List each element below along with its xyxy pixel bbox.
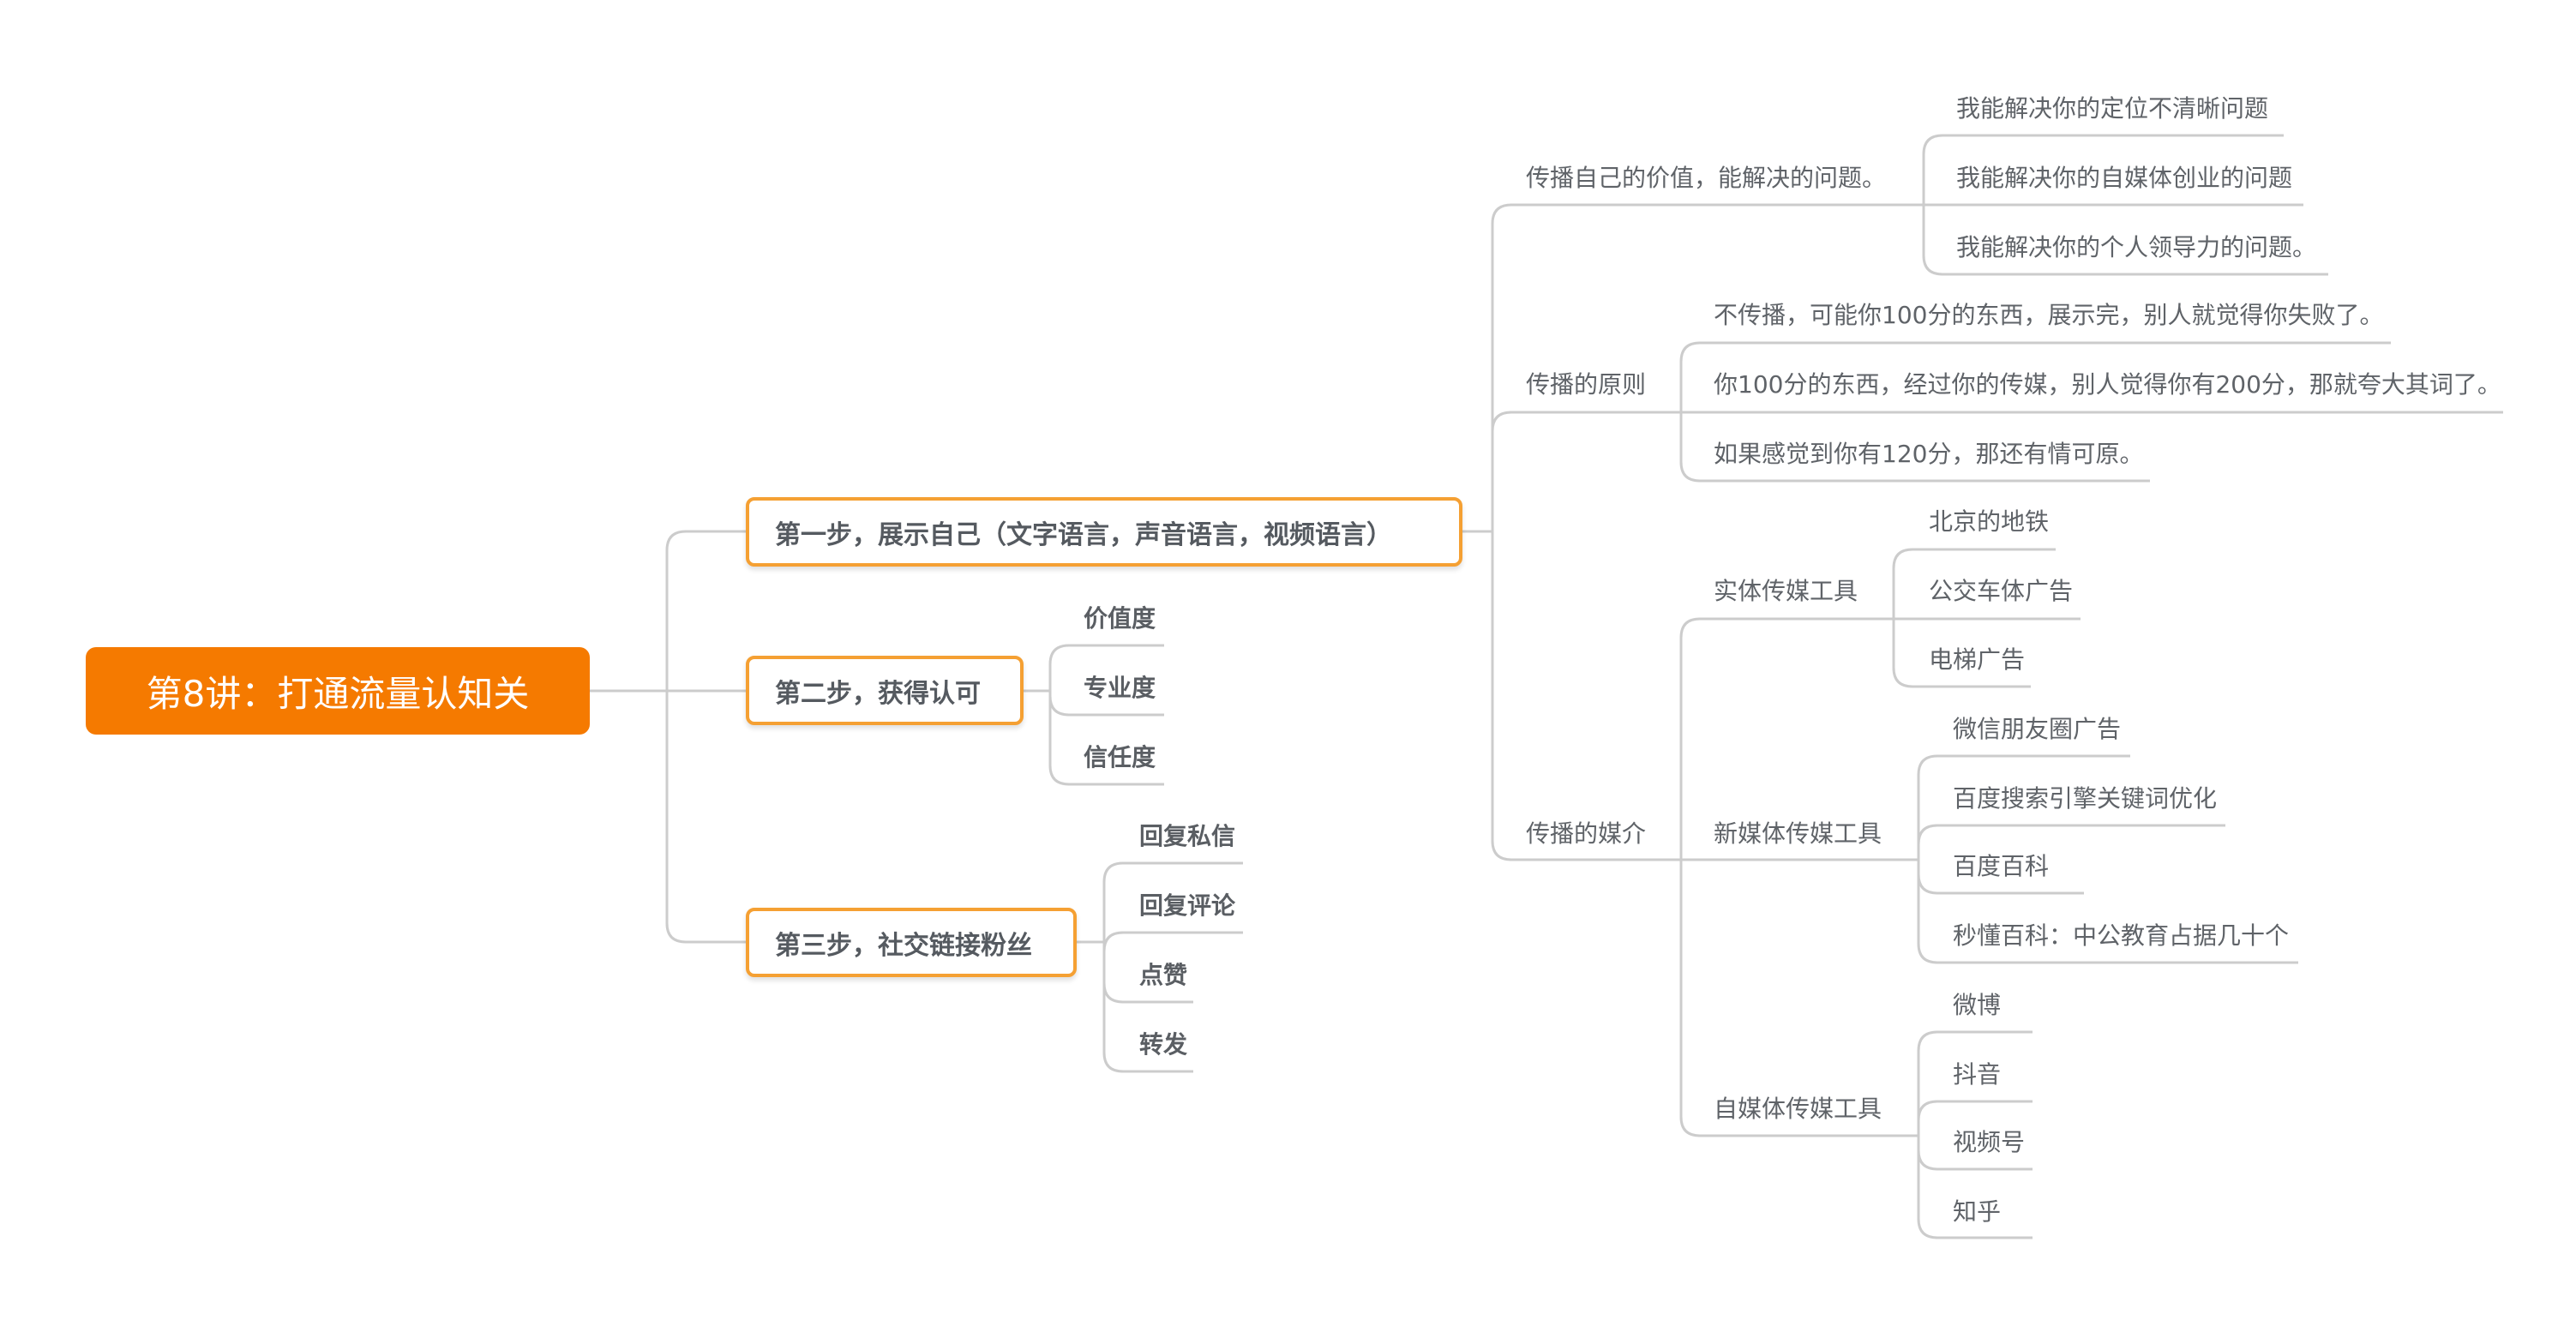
subtopic[interactable]: 转发 bbox=[1139, 1030, 1188, 1059]
connector-line bbox=[1920, 203, 2328, 276]
subtopic[interactable]: 点赞 bbox=[1139, 961, 1188, 989]
subtopic-value[interactable]: 传播自己的价值，能解决的问题。 bbox=[1526, 164, 1887, 192]
connector-line bbox=[1917, 1100, 2033, 1137]
subtopic-physical[interactable]: 实体传媒工具 bbox=[1714, 577, 1858, 605]
subtopic[interactable]: 知乎 bbox=[1953, 1197, 2002, 1226]
connector-line bbox=[1679, 860, 1917, 1137]
subtopic[interactable]: 百度搜索引擎关键词优化 bbox=[1953, 784, 2218, 813]
subtopic-newmedia[interactable]: 新媒体传媒工具 bbox=[1714, 819, 1882, 848]
connector-line bbox=[1679, 341, 2391, 412]
subtopic[interactable]: 回复评论 bbox=[1139, 891, 1236, 920]
connector-line bbox=[1920, 134, 2284, 207]
subtopic[interactable]: 电梯广告 bbox=[1929, 645, 2026, 674]
subtopic[interactable]: 如果感觉到你有120分，那还有情可原。 bbox=[1714, 440, 2144, 468]
subtopic[interactable]: 微博 bbox=[1953, 991, 2002, 1019]
subtopic-media[interactable]: 传播的媒介 bbox=[1526, 819, 1647, 848]
subtopic[interactable]: 我能解决你的定位不清晰问题 bbox=[1956, 94, 2269, 123]
connector-line bbox=[1892, 619, 2031, 688]
subtopic[interactable]: 抖音 bbox=[1953, 1060, 2002, 1089]
connector-line bbox=[1679, 412, 2150, 483]
connector-line bbox=[1462, 203, 1920, 533]
subtopic[interactable]: 你100分的东西，经过你的传媒，别人觉得你有200分，那就夸大其词了。 bbox=[1714, 370, 2501, 399]
subtopic[interactable]: 我能解决你的自媒体创业的问题 bbox=[1956, 164, 2293, 192]
connector-line bbox=[1077, 940, 1193, 1073]
root-topic[interactable]: 第8讲：打通流量认知关 bbox=[86, 647, 590, 735]
connector-line bbox=[1462, 411, 1681, 533]
subtopic[interactable]: 北京的地铁 bbox=[1929, 507, 2050, 536]
connector-line bbox=[1917, 858, 2298, 964]
topic-step1[interactable]: 第一步，展示自己（文字语言，声音语言，视频语言） bbox=[746, 497, 1462, 567]
connector-line bbox=[590, 689, 746, 944]
connector-line bbox=[1462, 530, 1681, 861]
subtopic[interactable]: 视频号 bbox=[1953, 1128, 2026, 1156]
topic-step2[interactable]: 第二步，获得认可 bbox=[746, 656, 1024, 725]
subtopic[interactable]: 不传播，可能你100分的东西，展示完，别人就觉得你失败了。 bbox=[1714, 301, 2384, 329]
connector-line bbox=[590, 530, 746, 693]
connector-line bbox=[1917, 754, 2130, 861]
subtopic[interactable]: 回复私信 bbox=[1139, 822, 1236, 850]
subtopic-principle[interactable]: 传播的原则 bbox=[1526, 370, 1647, 399]
topic-step3[interactable]: 第三步，社交链接粉丝 bbox=[746, 908, 1077, 977]
connector-line bbox=[1917, 1134, 2033, 1239]
subtopic[interactable]: 我能解决你的个人领导力的问题。 bbox=[1956, 233, 2317, 261]
connector-line bbox=[1024, 689, 1164, 786]
connector-line bbox=[1892, 548, 2056, 619]
connector-line bbox=[1917, 824, 2225, 861]
subtopic-selfmedia[interactable]: 自媒体传媒工具 bbox=[1714, 1095, 1882, 1123]
connector-line bbox=[1077, 861, 1243, 944]
connector-line bbox=[1917, 1030, 2033, 1137]
subtopic[interactable]: 微信朋友圈广告 bbox=[1953, 715, 2122, 743]
connector-line bbox=[1679, 617, 1894, 860]
subtopic[interactable]: 秒懂百科：中公教育占据几十个 bbox=[1953, 921, 2290, 950]
subtopic[interactable]: 价值度 bbox=[1084, 604, 1156, 633]
subtopic[interactable]: 信任度 bbox=[1084, 743, 1156, 771]
subtopic[interactable]: 专业度 bbox=[1084, 674, 1156, 702]
subtopic[interactable]: 公交车体广告 bbox=[1929, 577, 2074, 605]
connector-line bbox=[1024, 644, 1164, 693]
subtopic[interactable]: 百度百科 bbox=[1953, 852, 2050, 880]
